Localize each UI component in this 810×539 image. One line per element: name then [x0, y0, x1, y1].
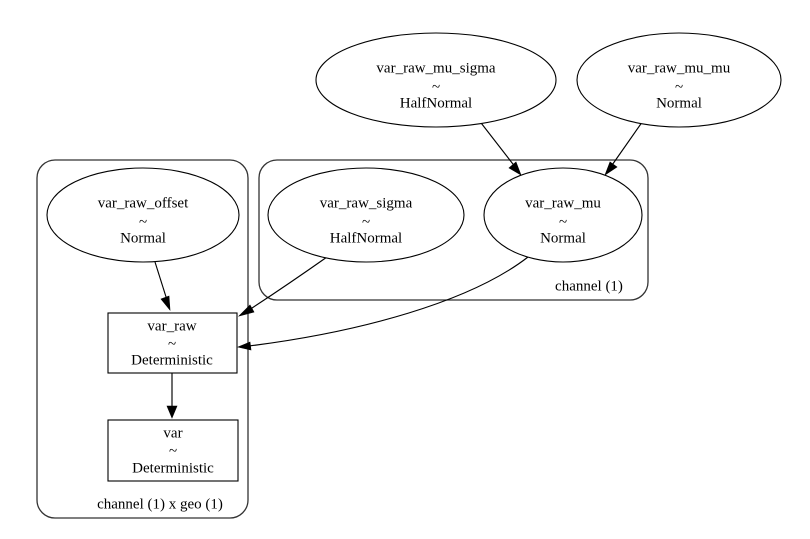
node-ellipse[interactable]: [267, 167, 465, 263]
node-var-raw-mu-mu[interactable]: var_raw_mu_mu ~ Normal: [576, 32, 782, 128]
edge-line: [248, 256, 328, 311]
edge-var-raw-mu-mu-to-var-raw-mu: [604, 117, 646, 176]
node-var-raw-mu-sigma-tilde: ~: [432, 79, 440, 95]
node-var-raw-mu-name: var_raw_mu: [525, 195, 601, 211]
node-var-raw-sigma-distribution: HalfNormal: [330, 230, 402, 246]
node-var-raw-offset-tilde: ~: [139, 214, 147, 230]
arrowhead-icon: [160, 295, 171, 311]
cluster-channel-label: channel (1): [555, 278, 623, 294]
node-var-raw-offset-name: var_raw_offset: [98, 195, 189, 211]
node-ellipse[interactable]: [483, 167, 643, 263]
node-ellipse[interactable]: [315, 32, 557, 128]
node-var-name: var: [163, 425, 182, 441]
node-var-tilde: ~: [169, 443, 177, 459]
node-var-raw-mu[interactable]: var_raw_mu ~ Normal: [483, 167, 643, 263]
cluster-channel-geo-label: channel (1) x geo (1): [97, 496, 223, 512]
node-var-raw-sigma-tilde: ~: [362, 214, 370, 230]
node-var-raw-distribution: Deterministic: [131, 352, 213, 368]
node-var-raw-mu-mu-distribution: Normal: [656, 95, 702, 111]
node-var[interactable]: var ~ Deterministic: [107, 419, 239, 482]
edge-var-raw-to-var: [166, 373, 178, 419]
node-var-raw-mu-mu-tilde: ~: [675, 79, 683, 95]
node-ellipse[interactable]: [576, 32, 782, 128]
cluster-channel-border: [258, 159, 649, 301]
node-var-raw-sigma-name: var_raw_sigma: [320, 195, 413, 211]
arrowhead-icon: [237, 304, 255, 317]
node-var-raw-mu-mu-name: var_raw_mu_mu: [628, 60, 731, 76]
edge-line: [154, 261, 168, 301]
edge-line: [609, 117, 646, 169]
cluster-channel-geo-border: [36, 159, 249, 519]
node-var-raw-mu-sigma-distribution: HalfNormal: [400, 95, 472, 111]
edge-var-raw-sigma-to-var-raw: [237, 256, 328, 317]
node-var-raw-mu-sigma[interactable]: var_raw_mu_sigma ~ HalfNormal: [315, 32, 557, 128]
node-var-raw-offset[interactable]: var_raw_offset ~ Normal: [46, 167, 240, 263]
node-var-distribution: Deterministic: [132, 460, 214, 476]
node-var-raw-sigma[interactable]: var_raw_sigma ~ HalfNormal: [267, 167, 465, 263]
edge-line: [248, 256, 529, 347]
node-var-raw-mu-distribution: Normal: [540, 230, 586, 246]
arrowhead-icon: [237, 341, 252, 351]
cluster-channel-geo: channel (1) x geo (1): [36, 159, 249, 519]
node-var-raw[interactable]: var_raw ~ Deterministic: [107, 312, 238, 374]
node-var-raw-mu-tilde: ~: [559, 214, 567, 230]
edge-var-raw-offset-to-var-raw: [154, 261, 171, 311]
node-var-raw-offset-distribution: Normal: [120, 230, 166, 246]
arrowhead-icon: [604, 161, 618, 176]
node-var-raw-tilde: ~: [168, 336, 176, 352]
node-ellipse[interactable]: [46, 167, 240, 263]
node-var-raw-name: var_raw: [147, 318, 196, 334]
arrowhead-icon: [166, 405, 178, 419]
node-var-raw-mu-sigma-name: var_raw_mu_sigma: [376, 60, 495, 76]
cluster-channel: channel (1): [258, 159, 649, 301]
arrowhead-icon: [508, 161, 522, 176]
edge-var-raw-mu-sigma-to-var-raw-mu: [477, 118, 522, 176]
node-box[interactable]: [107, 312, 238, 374]
node-box[interactable]: [107, 419, 239, 482]
edge-line: [477, 118, 517, 169]
edge-var-raw-mu-to-var-raw: [237, 256, 529, 351]
